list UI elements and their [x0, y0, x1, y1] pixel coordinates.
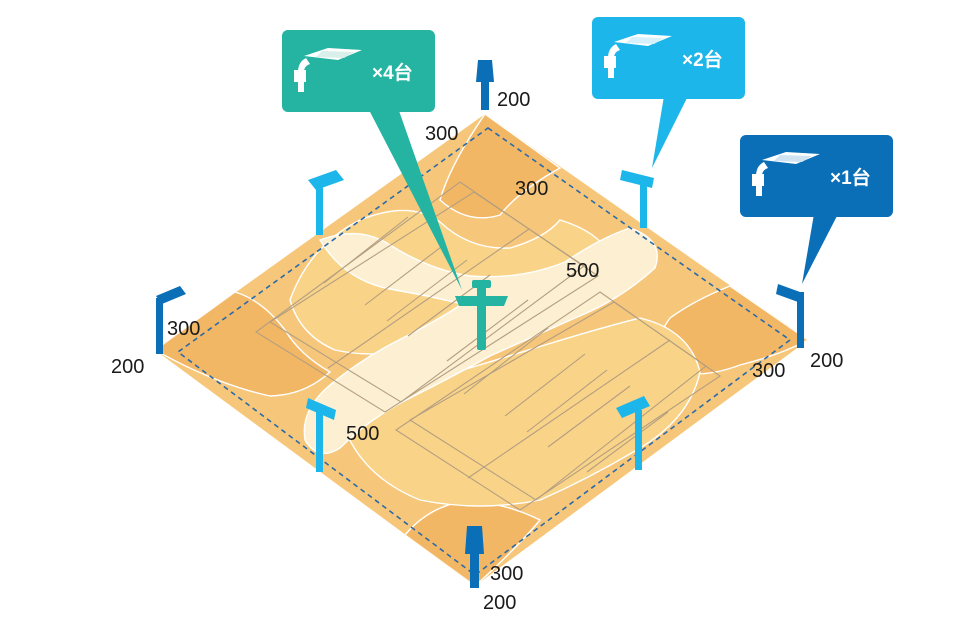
callout-teal-box: [282, 30, 435, 112]
label-right-200: 200: [810, 350, 843, 372]
pole-right: [776, 284, 804, 348]
floodlight-icon: [752, 152, 820, 196]
callout-blue-label: ×1台: [830, 166, 871, 189]
pole-top: [476, 60, 494, 110]
callout-cyan-pointer: [652, 96, 688, 168]
perimeter-light-poles: [156, 60, 804, 588]
label-upper-300: 300: [515, 178, 548, 200]
floodlight-icon: [294, 48, 362, 92]
callout-cyan: ×2台: [592, 17, 745, 168]
label-left-300: 300: [167, 318, 200, 340]
callout-cyan-label: ×2台: [682, 48, 723, 71]
pole-upper-left: [308, 170, 344, 235]
label-right-300: 300: [752, 360, 785, 382]
callout-teal-label: ×4台: [372, 61, 413, 84]
label-left-200: 200: [111, 356, 144, 378]
center-light-pole: [455, 280, 508, 350]
pole-left: [156, 286, 186, 354]
callout-blue: ×1台: [740, 135, 893, 284]
zone-200-top: [439, 114, 562, 219]
court-upper: [255, 181, 599, 413]
floodlight-icon: [604, 34, 672, 78]
dashed-boundary: [176, 127, 792, 576]
callout-blue-pointer: [802, 214, 838, 284]
label-right-500: 500: [566, 260, 599, 282]
callout-teal-pointer: [368, 108, 462, 290]
illuminance-labels: 200 300 300 500 300 200 300 200 500 300 …: [111, 89, 843, 614]
callout-teal: ×4台: [282, 30, 462, 290]
label-bottom-200: 200: [483, 592, 516, 614]
pole-upper-right: [620, 170, 654, 228]
label-top-300: 300: [425, 123, 458, 145]
pole-lower-right: [616, 396, 650, 470]
label-bottom-300: 300: [490, 563, 523, 585]
pole-bottom: [465, 526, 484, 588]
court-lower: [395, 291, 721, 511]
zone-200-left: [155, 291, 332, 397]
label-lower-500: 500: [346, 423, 379, 445]
pole-lower-left: [306, 398, 336, 472]
label-top-200: 200: [497, 89, 530, 111]
